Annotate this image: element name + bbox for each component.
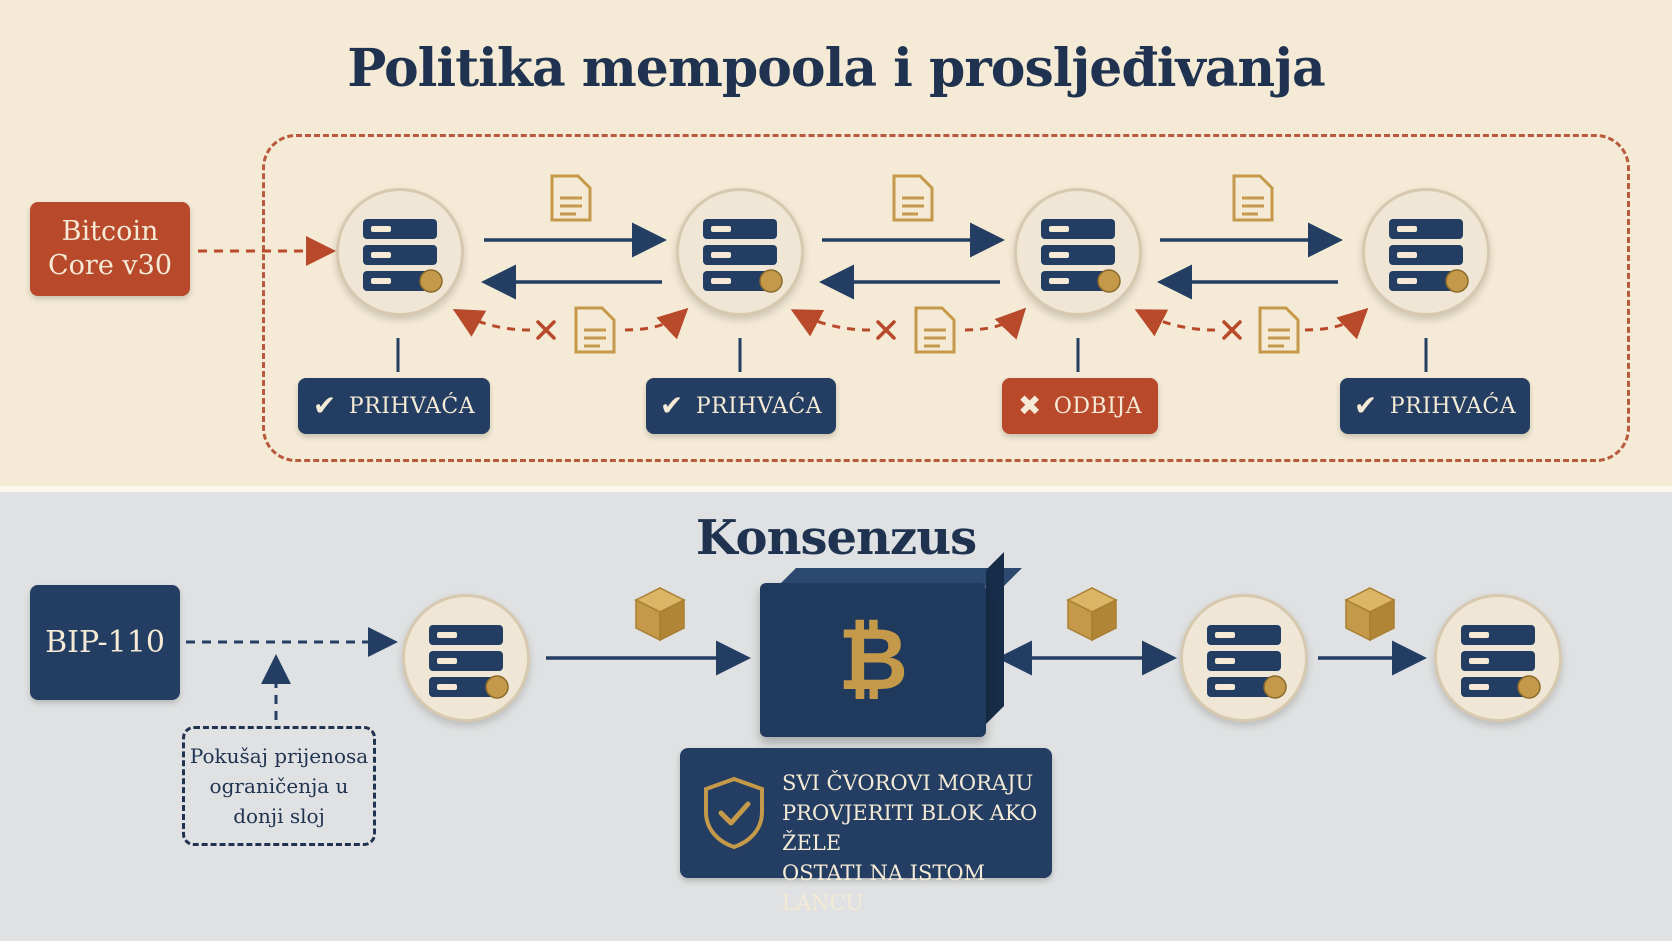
bitcoin-block-side-face bbox=[986, 552, 1004, 724]
server-icon bbox=[703, 219, 783, 293]
server-icon bbox=[1389, 219, 1469, 293]
server-icon bbox=[429, 625, 509, 699]
policy-node-2 bbox=[676, 188, 804, 316]
status-badge-rejected: ✖ ODBIJA bbox=[1002, 378, 1158, 434]
checkmark-icon: ✔ bbox=[312, 389, 337, 422]
attempt-note: Pokušaj prijenosa ograničenja u donji sl… bbox=[182, 726, 376, 846]
bip110-label: BIP-110 bbox=[30, 585, 180, 700]
server-icon bbox=[363, 219, 443, 293]
consensus-title: Konsenzus bbox=[695, 510, 977, 566]
policy-network-boundary bbox=[262, 134, 1630, 462]
checkmark-icon: ✔ bbox=[1353, 389, 1378, 422]
consensus-node-3 bbox=[1434, 594, 1562, 722]
consensus-rule-note: SVI ČVOROVI MORAJU PROVJERITI BLOK AKO Ž… bbox=[680, 748, 1052, 915]
consensus-node-1 bbox=[402, 594, 530, 722]
shield-check-icon bbox=[704, 776, 764, 850]
status-badge: ✔ PRIHVAĆA bbox=[298, 378, 490, 434]
policy-node-1 bbox=[336, 188, 464, 316]
server-icon bbox=[1207, 625, 1287, 699]
status-label: PRIHVAĆA bbox=[695, 393, 823, 419]
server-icon bbox=[1461, 625, 1541, 699]
status-label: ODBIJA bbox=[1053, 393, 1143, 419]
status-label: PRIHVAĆA bbox=[1389, 393, 1517, 419]
x-icon: ✖ bbox=[1017, 389, 1042, 422]
bitcoin-symbol-icon: ₿ bbox=[837, 610, 909, 710]
status-badge: ✔ PRIHVAĆA bbox=[646, 378, 836, 434]
consensus-node-2 bbox=[1180, 594, 1308, 722]
consensus-rule-text: SVI ČVOROVI MORAJU PROVJERITI BLOK AKO Ž… bbox=[782, 771, 1038, 915]
policy-node-4 bbox=[1362, 188, 1490, 316]
policy-title: Politika mempoola i prosljeđivanja bbox=[347, 38, 1325, 99]
checkmark-icon: ✔ bbox=[659, 389, 684, 422]
policy-node-3 bbox=[1014, 188, 1142, 316]
bitcoin-block: ₿ bbox=[760, 583, 986, 737]
status-label: PRIHVAĆA bbox=[348, 393, 476, 419]
panel-divider bbox=[0, 486, 1672, 492]
status-badge: ✔ PRIHVAĆA bbox=[1340, 378, 1530, 434]
server-icon bbox=[1041, 219, 1121, 293]
